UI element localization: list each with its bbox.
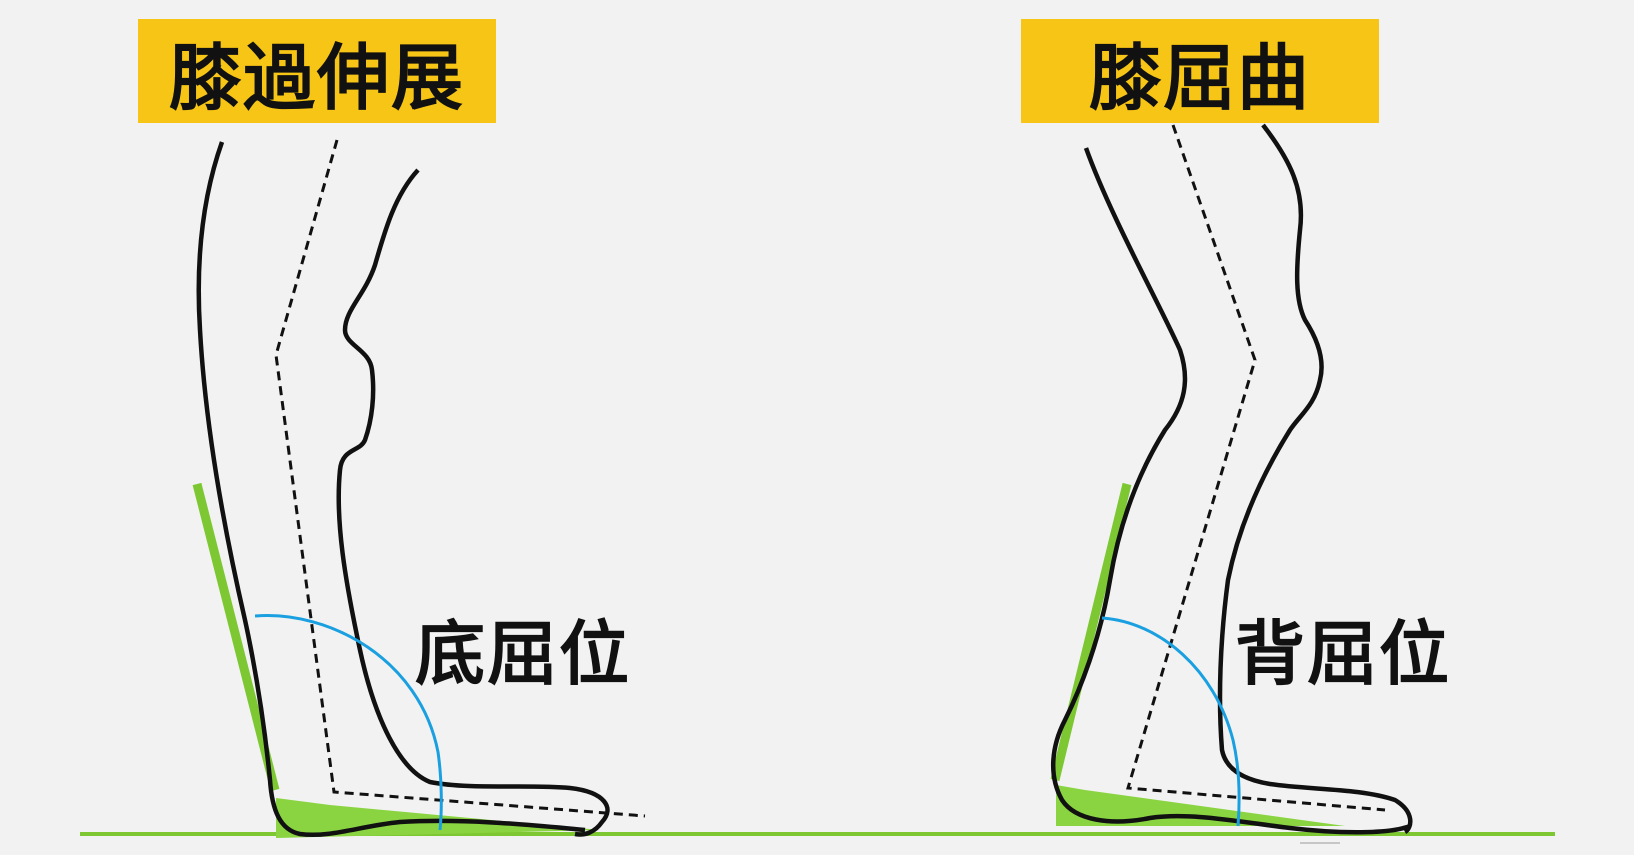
- right-leg-front-outline: [1217, 123, 1413, 834]
- right-title-box: 膝屈曲: [1021, 19, 1379, 123]
- right-heel-wedge: [1056, 785, 1345, 826]
- left-title-box: 膝過伸展: [138, 19, 496, 123]
- left-leg-back-outline: [196, 141, 586, 837]
- right-shin-guide: [1050, 482, 1132, 782]
- left-leg-front-outline: [336, 168, 610, 837]
- right-leg-back-outline: [1051, 147, 1411, 835]
- left-ankle-label: 底屈位: [415, 613, 631, 695]
- left-leg-axis: [274, 139, 646, 818]
- left-shin-guide: [192, 482, 280, 792]
- right-ankle-angle-arc: [1101, 616, 1241, 827]
- left-ankle-angle-arc: [254, 614, 443, 831]
- right-title: 膝屈曲: [1088, 35, 1311, 120]
- left-title: 膝過伸展: [168, 35, 465, 120]
- left-figure: [192, 139, 646, 838]
- right-leg-axis: [1126, 124, 1386, 812]
- right-figure: [1050, 123, 1413, 835]
- right-ankle-label: 背屈位: [1235, 613, 1451, 695]
